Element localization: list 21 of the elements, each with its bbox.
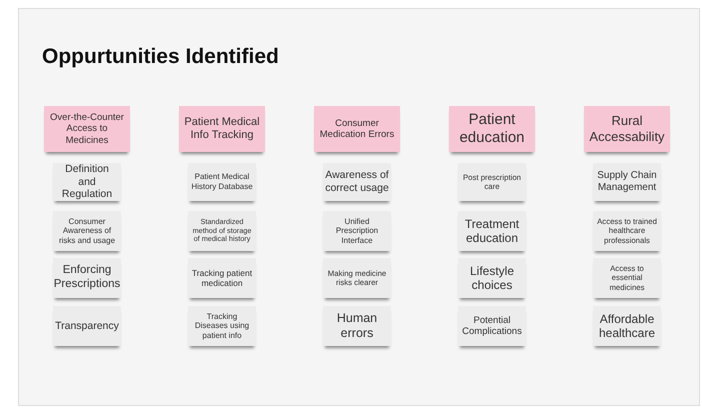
sticky-note: Supply Chain Management <box>593 163 661 201</box>
category-sticky-note: Patient Medical Info Tracking <box>179 106 265 152</box>
sticky-note: Patient Medical History Database <box>188 163 256 201</box>
sticky-note: Enforcing Prescriptions <box>53 258 121 298</box>
sticky-note: Affordable healthcare <box>593 306 661 346</box>
sticky-note: Tracking patient medication <box>188 258 256 298</box>
category-sticky-note: Rural Accessability <box>584 106 670 152</box>
sticky-note: Human errors <box>323 306 391 346</box>
sticky-note: Definition and Regulation <box>53 163 121 201</box>
category-sticky-note: Over-the-Counter Access to Medicines <box>44 106 130 152</box>
sticky-note: Lifestyle choices <box>458 258 526 298</box>
sticky-note: Potential Complications <box>458 306 526 346</box>
category-sticky-note: Consumer Medication Errors <box>314 106 400 152</box>
title: Oppurtunities Identified <box>42 45 279 69</box>
sticky-note: Tracking Diseases using patient info <box>188 306 256 346</box>
sticky-note: Awareness of correct usage <box>323 163 391 201</box>
sticky-note: Transparency <box>53 306 121 346</box>
sticky-note: Treatment education <box>458 211 526 251</box>
category-sticky-note: Patient education <box>449 106 535 152</box>
sticky-note: Unified Prescription Interface <box>323 211 391 251</box>
sticky-note: Consumer Awareness of risks and usage <box>53 211 121 251</box>
